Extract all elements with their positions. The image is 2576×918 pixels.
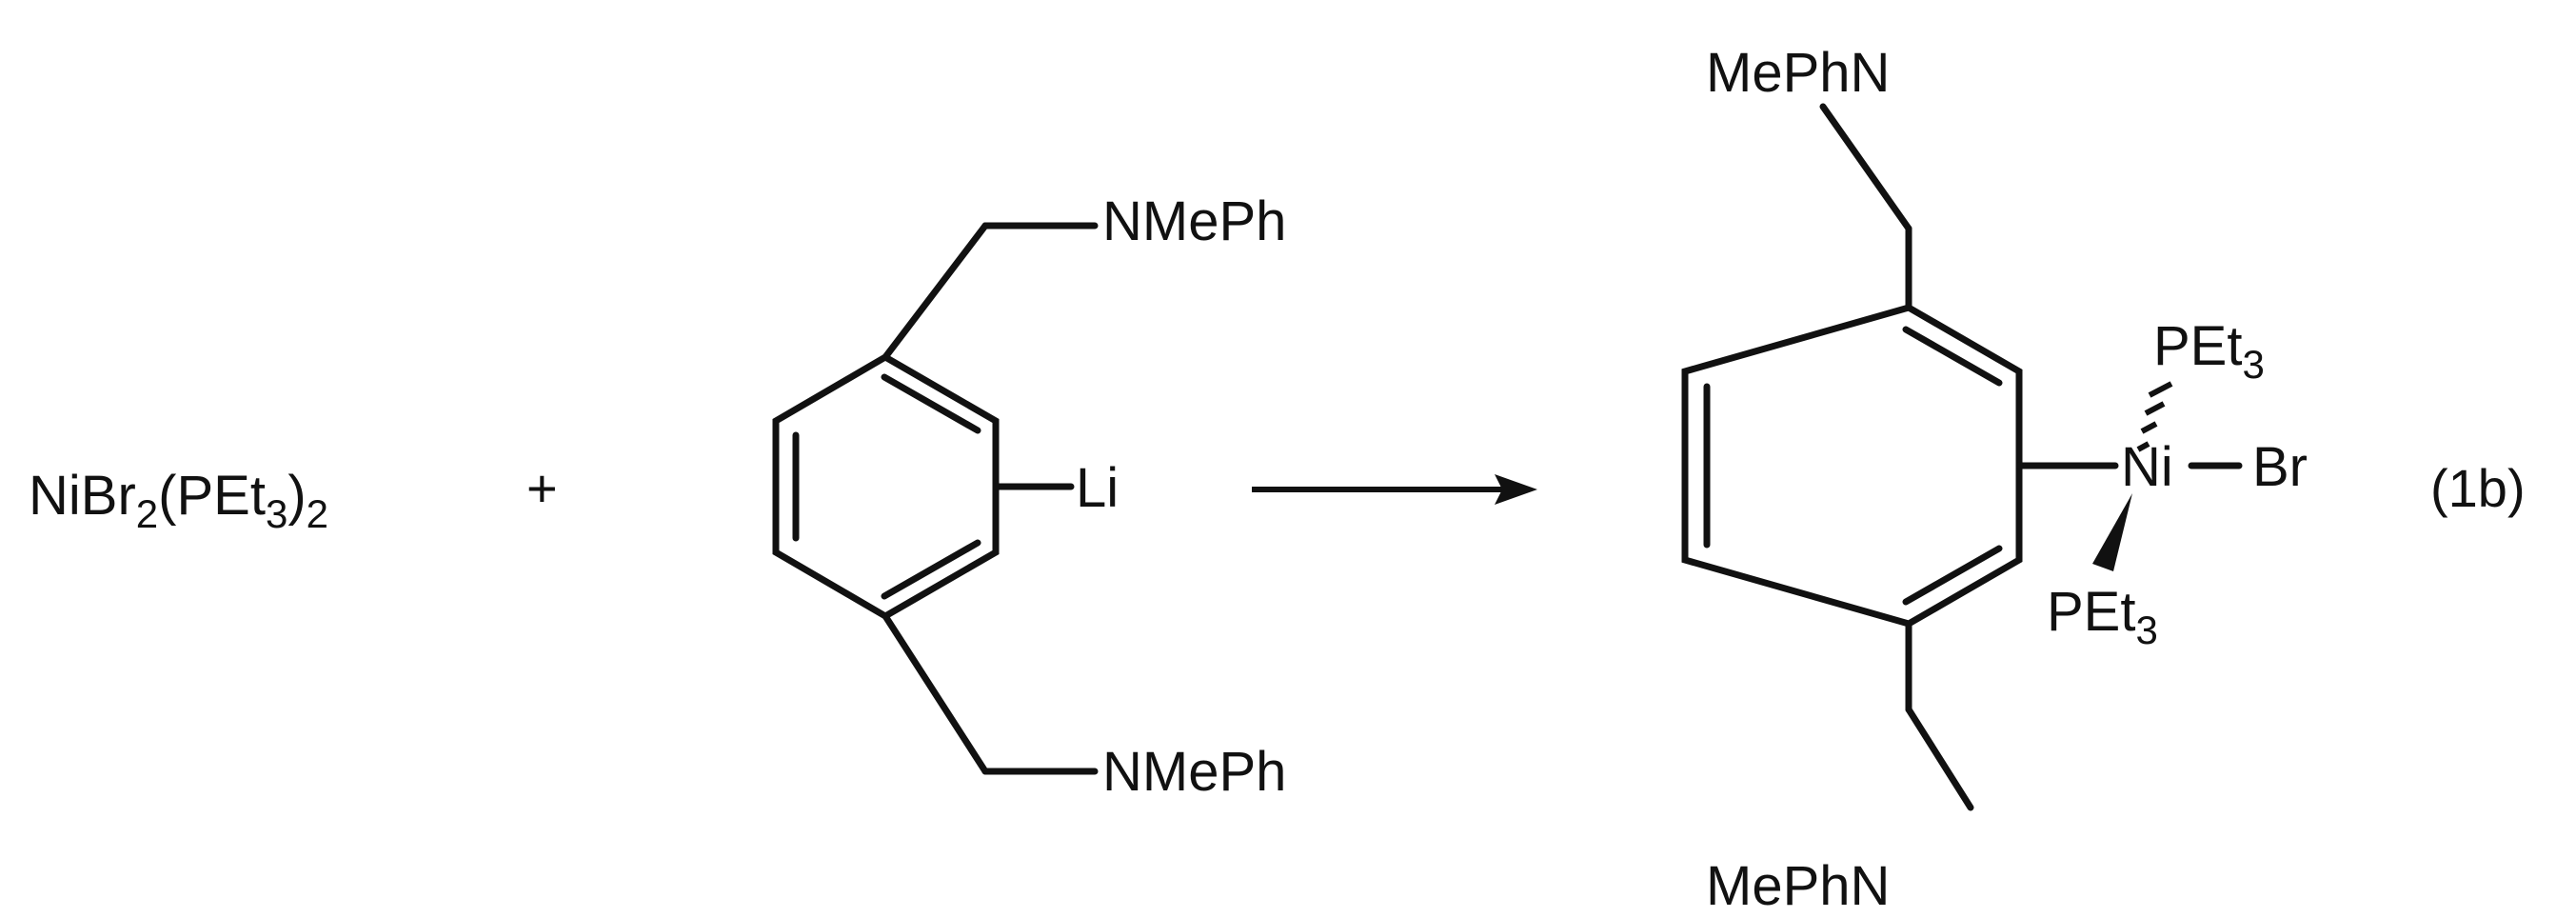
aryllithium-ch2-bond-top <box>882 222 989 361</box>
bromine-label: Br <box>2252 436 2308 498</box>
lithium-label: Li <box>1076 457 1119 519</box>
lower-phosphine-ligand: PEt3 <box>2047 581 2158 652</box>
upper-phosphine-ligand: PEt3 <box>2153 315 2265 387</box>
plus-sign: + <box>526 458 558 518</box>
equation-label: (1b) <box>2430 458 2526 518</box>
product-double-bond-1 <box>1902 326 2003 387</box>
aryllithium-double-bond-2 <box>881 539 981 600</box>
product-ring <box>1681 304 2023 628</box>
hashed-bond-segment <box>2148 381 2173 398</box>
nickel-label: Ni <box>2121 436 2173 498</box>
aryllithium-ring <box>772 352 1000 621</box>
aryllithium-reactant <box>772 222 1099 775</box>
hashed-bond-segment <box>2140 421 2158 434</box>
product-n-bond-top <box>1819 103 1912 232</box>
hashed-bond-segment <box>2144 401 2166 416</box>
reaction-arrowhead <box>1495 474 1537 505</box>
aryllithium-double-bond-1 <box>881 373 981 434</box>
nickel-complex-product <box>1681 103 2243 811</box>
aryllithium-ch2-bond-bottom <box>882 612 989 775</box>
aryllithium-top-amine: NMePh <box>1102 190 1286 252</box>
nickel-reagent: NiBr2(PEt3)2 <box>29 465 328 536</box>
wedge-bond <box>2092 493 2132 571</box>
hashed-bond-segment <box>2136 441 2150 452</box>
product-n-bond-bottom <box>1905 706 1974 811</box>
product-top-amine: MePhN <box>1706 42 1890 104</box>
product-bottom-amine: MePhN <box>1706 855 1890 917</box>
aryllithium-bottom-amine: NMePh <box>1102 741 1286 803</box>
product-double-bond-2 <box>1902 545 2003 606</box>
